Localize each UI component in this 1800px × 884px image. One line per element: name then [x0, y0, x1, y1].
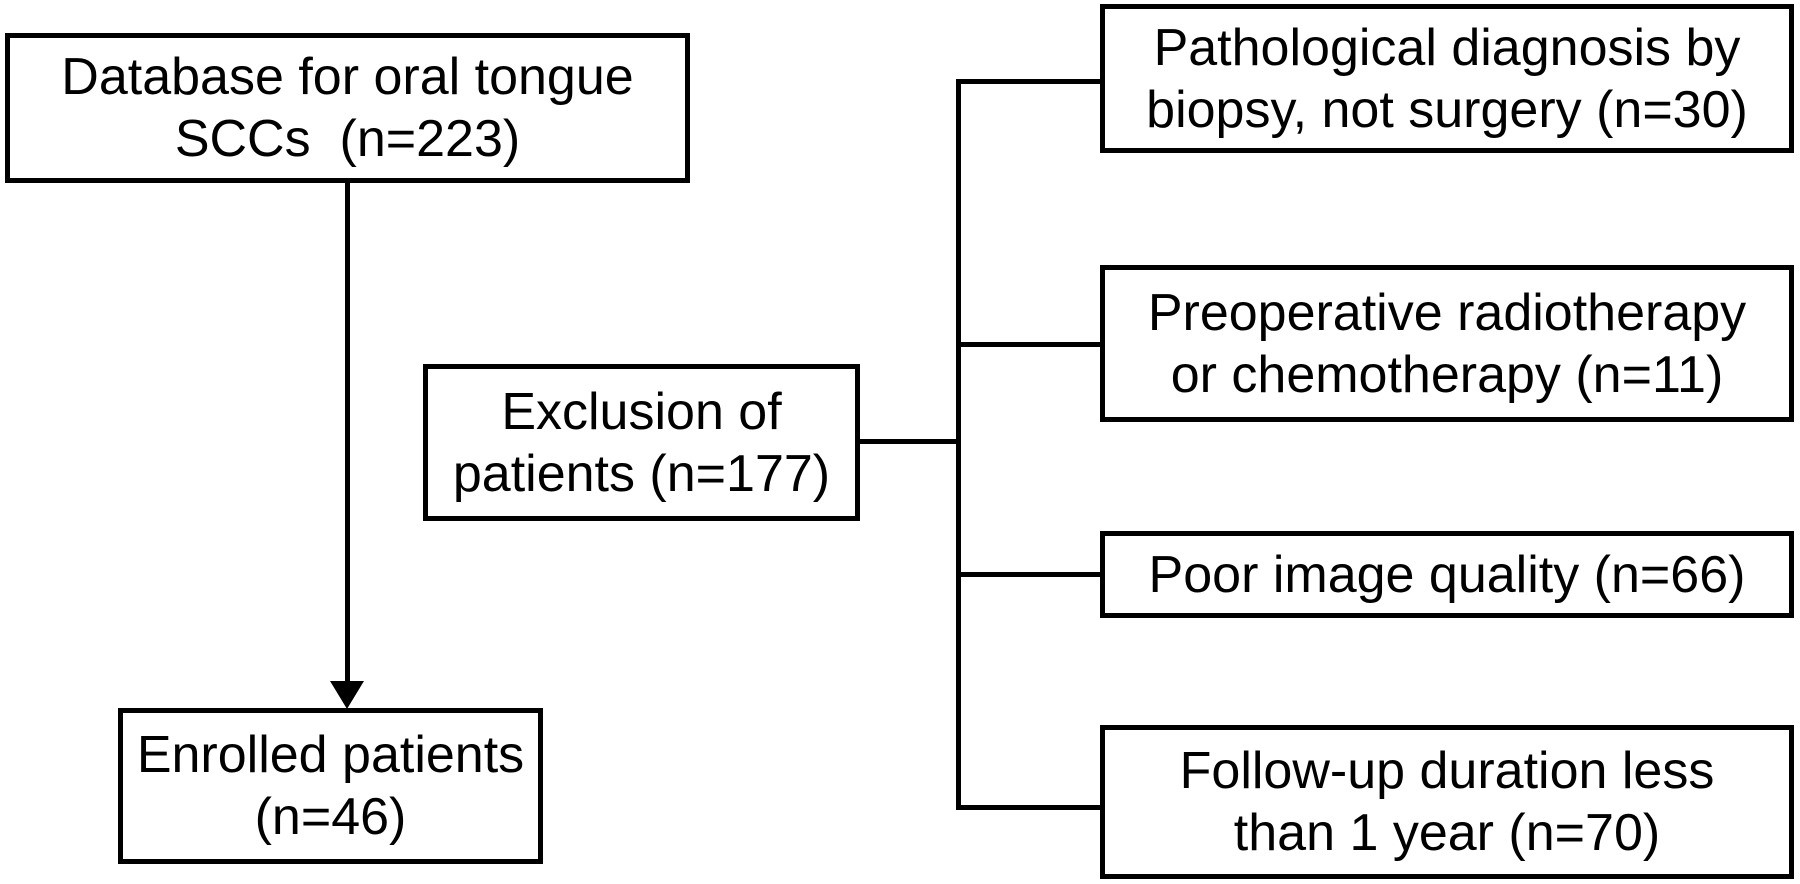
reason-box-poor-image-quality: Poor image quality (n=66)	[1100, 531, 1794, 618]
reason-0-line2: biopsy, not surgery (n=30)	[1146, 80, 1748, 139]
reason-0-line1: Pathological diagnosis by	[1153, 18, 1741, 77]
reason-box-preoperative-therapy: Preoperative radiotherapy or chemotherap…	[1100, 265, 1794, 422]
exclusion-box: Exclusion of patients (n=177)	[423, 364, 860, 521]
branch-line-preoperative	[956, 342, 1100, 347]
database-box-line2: SCCs (n=223)	[174, 110, 521, 168]
reason-2-line1: Poor image quality (n=66)	[1148, 545, 1746, 604]
branch-line-pathological	[956, 79, 1100, 84]
enrolled-patients-box: Enrolled patients (n=46)	[118, 708, 543, 864]
reason-3-line1: Follow-up duration less	[1179, 742, 1715, 800]
spine-vertical-line	[956, 79, 961, 810]
reason-1-line2: or chemotherapy (n=11)	[1170, 345, 1724, 404]
reason-1-line1: Preoperative radiotherapy	[1147, 283, 1747, 342]
arrowhead-down-icon	[330, 681, 364, 709]
database-box: Database for oral tongue SCCs (n=223)	[5, 33, 690, 183]
reason-box-short-followup: Follow-up duration less than 1 year (n=7…	[1100, 725, 1794, 879]
reason-3-line2: than 1 year (n=70)	[1233, 804, 1661, 862]
enrolled-box-line1: Enrolled patients	[136, 726, 525, 784]
exclusion-box-line2: patients (n=177)	[452, 444, 831, 503]
arrow-database-to-enrolled-stem	[345, 183, 350, 683]
enrolled-box-line2: (n=46)	[254, 788, 407, 846]
branch-line-followup	[956, 805, 1100, 810]
reason-box-pathological-biopsy: Pathological diagnosis by biopsy, not su…	[1100, 4, 1794, 153]
database-box-line1: Database for oral tongue	[61, 48, 634, 106]
connector-exclusion-to-spine	[860, 439, 958, 444]
exclusion-box-line1: Exclusion of	[501, 382, 782, 441]
branch-line-poor-image	[956, 572, 1100, 577]
